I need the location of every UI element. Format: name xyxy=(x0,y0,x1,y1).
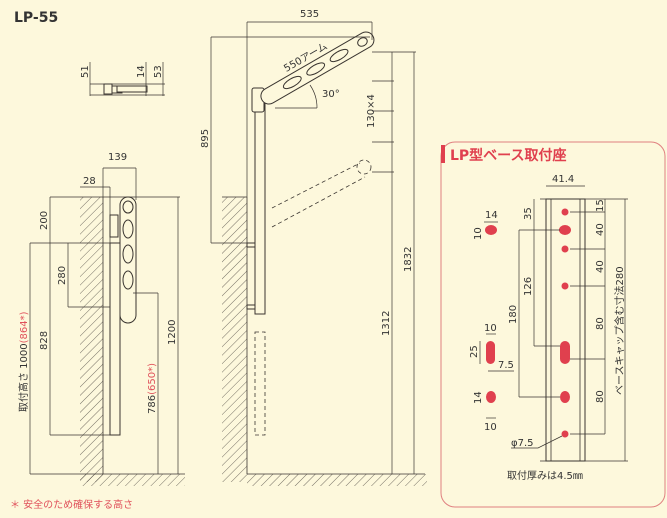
slot2-offset: 7.5 xyxy=(498,360,514,371)
base-panel-title: LP型ベース取付座 xyxy=(450,147,566,164)
slot1-height: 10 xyxy=(473,227,484,240)
install-height: 取付高さ 1000(864*) xyxy=(17,311,30,412)
dim-200: 200 xyxy=(39,211,50,230)
dim-53: 53 xyxy=(153,65,164,78)
dim-786-value: 786 xyxy=(147,395,158,414)
slot2-width: 10 xyxy=(484,323,497,334)
dim-786: 786(650*) xyxy=(147,363,158,414)
dim-130x4: 130×4 xyxy=(366,94,377,128)
dim-535: 535 xyxy=(300,9,319,20)
dim-35: 35 xyxy=(523,207,534,220)
dim-80b: 80 xyxy=(595,390,606,403)
slot3-width: 10 xyxy=(484,422,497,433)
dim-1200: 1200 xyxy=(167,320,178,345)
dim-280: 280 xyxy=(57,266,68,285)
dim-40b: 40 xyxy=(595,260,606,273)
dim-51: 51 xyxy=(80,65,91,78)
dim-786-safe: (650*) xyxy=(147,363,158,395)
dim-139: 139 xyxy=(108,152,127,163)
dim-28: 28 xyxy=(83,176,96,187)
safety-footnote: ＊ 安全のため確保する高さ xyxy=(10,498,133,511)
top-detail: 51 14 53 xyxy=(80,62,165,96)
angle-label: 30° xyxy=(322,89,340,100)
dim-40a: 40 xyxy=(595,223,606,236)
install-height-label: 取付高さ 1000 xyxy=(17,343,30,412)
model-title: LP-55 xyxy=(14,10,58,26)
dim-895: 895 xyxy=(200,129,211,148)
thickness-note: 取付厚みは4.5㎜ xyxy=(507,469,583,482)
dim-1312: 1312 xyxy=(381,311,392,336)
slot2-height: 25 xyxy=(469,345,480,358)
dim-80a: 80 xyxy=(595,317,606,330)
slot3-height: 14 xyxy=(473,391,484,404)
dim-phi: φ7.5 xyxy=(511,438,534,449)
base-mount-panel: LP型ベース取付座 41.4 35 15 40 40 xyxy=(440,141,666,508)
front-view: 550アーム 30° 535 895 130×4 1312 1832 xyxy=(200,9,427,486)
dim-14: 14 xyxy=(136,65,147,78)
side-view: 139 28 200 280 828 1200 取付高さ 1000(864*) … xyxy=(17,152,185,486)
dim-15: 15 xyxy=(595,199,606,212)
dim-1832: 1832 xyxy=(403,247,414,272)
dim-41-4: 41.4 xyxy=(552,174,574,185)
dim-total-280: ベースキャップ含む寸法280 xyxy=(613,266,626,395)
dim-126: 126 xyxy=(523,277,534,296)
slot1-width: 14 xyxy=(485,210,498,221)
dim-828: 828 xyxy=(39,331,50,350)
dim-180: 180 xyxy=(508,305,519,324)
install-height-safe: (864*) xyxy=(19,311,30,343)
